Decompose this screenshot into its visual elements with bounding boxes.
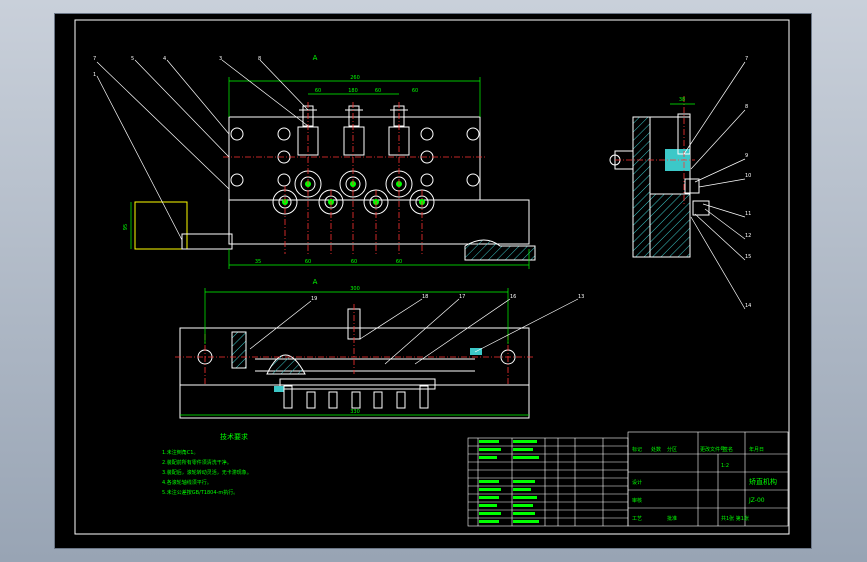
tb-header-5: 签名 bbox=[723, 446, 733, 453]
side-balloon-2: 8 bbox=[745, 104, 748, 110]
tb-scale: 1:2 bbox=[721, 463, 729, 469]
top-arc-block bbox=[266, 354, 306, 375]
tb-header-2: 处数 bbox=[651, 446, 661, 453]
side-balloon-4: 10 bbox=[745, 173, 751, 179]
side-balloon-8: 14 bbox=[745, 303, 751, 309]
tech-requirements: 技术要求 1.未注倒角C1。 2.装配前所有零件须清洗干净。 3.装配后，滚轮转… bbox=[162, 432, 252, 496]
top-balloon-3: 17 bbox=[459, 294, 465, 300]
top-main-block bbox=[179, 327, 530, 386]
side-balloon-7: 15 bbox=[745, 254, 751, 260]
top-leaders bbox=[249, 298, 579, 365]
dim-front-sub-2: 60 bbox=[375, 88, 381, 94]
side-centerlines bbox=[615, 96, 695, 206]
top-roller-bar bbox=[279, 378, 436, 390]
drawing-sheet[interactable]: 260 180 60 60 60 35 60 60 60 95 A A 7 bbox=[54, 13, 812, 549]
front-balloon-3: 4 bbox=[163, 56, 166, 62]
lower-rollers bbox=[272, 189, 435, 215]
front-view bbox=[134, 105, 536, 261]
side-balloon-1: 7 bbox=[745, 56, 748, 62]
top-balloon-1: 19 bbox=[311, 296, 317, 302]
dim-front-overall: 260 bbox=[350, 75, 360, 81]
adjust-screws bbox=[299, 105, 408, 127]
parts-list bbox=[467, 437, 629, 527]
sheet-border bbox=[74, 19, 790, 535]
front-left-foot bbox=[181, 233, 233, 250]
tb-role-review: 审核 bbox=[632, 497, 642, 504]
front-centerlines bbox=[223, 102, 487, 254]
tb-drawing-name: 矫直机构 bbox=[749, 477, 777, 486]
front-balloon-1: 7 bbox=[93, 56, 96, 62]
front-balloon-5: 8 bbox=[258, 56, 261, 62]
tech-title: 技术要求 bbox=[220, 432, 248, 441]
tb-header-4: 更改文件号 bbox=[700, 446, 725, 453]
bolt-holes bbox=[230, 127, 480, 187]
tb-sheet: 共1张 第1张 bbox=[721, 515, 749, 522]
tb-drawing-number: JZ-00 bbox=[748, 497, 765, 504]
title-block bbox=[627, 431, 789, 527]
side-hatched-wall bbox=[632, 116, 651, 258]
tb-role-process: 工艺 bbox=[632, 516, 642, 522]
front-dimensions bbox=[130, 77, 530, 269]
dim-front-lower-1: 35 bbox=[255, 259, 261, 265]
tech-line-5: 5.未注公差按GB/T1804-m执行。 bbox=[162, 489, 238, 496]
side-balloon-5: 11 bbox=[745, 211, 751, 217]
tb-role-approve: 批准 bbox=[667, 515, 677, 522]
tb-role-design: 设计 bbox=[632, 479, 642, 486]
front-right-foot bbox=[464, 239, 536, 261]
top-centerlines bbox=[175, 304, 535, 384]
tb-header-6: 年月日 bbox=[749, 446, 764, 453]
dim-side-top: 38 bbox=[679, 97, 685, 103]
slot-2 bbox=[343, 126, 365, 156]
upper-rollers bbox=[294, 170, 413, 198]
dim-front-lower-3: 60 bbox=[351, 259, 357, 265]
dim-front-upper: 180 bbox=[348, 88, 358, 94]
front-left-bracket bbox=[134, 201, 188, 250]
front-balloon-6: 1 bbox=[93, 72, 96, 78]
dim-front-height: 95 bbox=[123, 224, 129, 230]
front-upper-plate bbox=[228, 116, 481, 201]
tb-header-1: 标记 bbox=[632, 446, 642, 453]
tech-line-1: 1.未注倒角C1。 bbox=[162, 449, 198, 456]
dim-front-lower-2: 60 bbox=[305, 259, 311, 265]
top-balloon-5: 13 bbox=[578, 294, 584, 300]
top-balloon-4: 16 bbox=[510, 294, 516, 300]
tech-line-2: 2.装配前所有零件须清洗干净。 bbox=[162, 459, 232, 466]
tech-line-4: 4.各滚轮轴线须平行。 bbox=[162, 479, 212, 486]
top-bolts bbox=[283, 385, 429, 409]
tech-line-3: 3.装配后，滚轮转动灵活，无卡滞现象。 bbox=[162, 469, 252, 476]
dim-top-lower: 330 bbox=[350, 409, 360, 415]
side-leaders bbox=[683, 61, 746, 310]
front-leaders bbox=[96, 59, 309, 241]
side-balloon-3: 9 bbox=[745, 153, 748, 159]
side-balloon-6: 12 bbox=[745, 233, 751, 239]
dim-front-sub-1: 60 bbox=[315, 88, 321, 94]
dim-front-sub-3: 60 bbox=[412, 88, 418, 94]
front-balloon-2: 5 bbox=[131, 56, 134, 62]
side-view bbox=[609, 113, 710, 258]
top-view bbox=[179, 308, 530, 419]
assembly-drawing: 260 180 60 60 60 35 60 60 60 95 A A 7 bbox=[74, 19, 790, 535]
section-marker-a2: A bbox=[313, 278, 318, 286]
tb-header-3: 分区 bbox=[667, 446, 677, 453]
front-base-plate bbox=[228, 199, 530, 245]
front-balloon-4: 3 bbox=[219, 56, 222, 62]
top-balloon-2: 18 bbox=[422, 294, 428, 300]
dim-top-overall: 300 bbox=[350, 286, 360, 292]
dim-front-lower-4: 60 bbox=[396, 259, 402, 265]
section-marker-a1: A bbox=[313, 54, 318, 62]
parts-list-text bbox=[479, 440, 539, 523]
